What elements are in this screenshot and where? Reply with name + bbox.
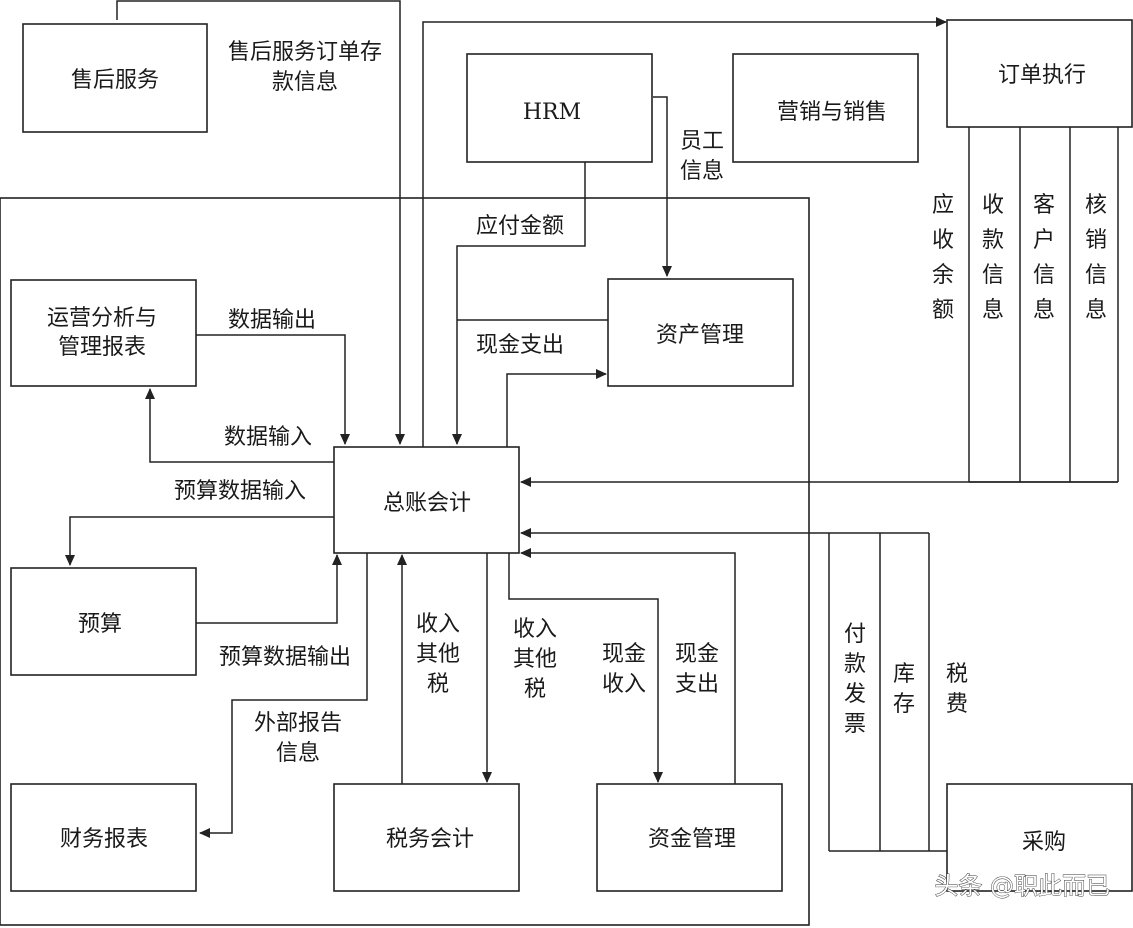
invoice-4: 票 [844, 712, 866, 737]
fund-mgmt-box [596, 783, 783, 892]
income-tax-down-2: 其他 [513, 647, 557, 672]
order-strips [520, 127, 1119, 487]
collection-1: 收 [982, 193, 1004, 218]
income-tax-up-2: 其他 [416, 642, 460, 667]
external-report-label-2: 信息 [276, 741, 320, 766]
employee-info-label-1: 员工 [680, 129, 724, 154]
receivable-1: 应 [932, 193, 954, 218]
watermark: 头条 @职此而已 [934, 872, 1110, 900]
cash-out-fund-label-2: 支出 [675, 672, 719, 697]
tax-accounting-box [333, 783, 520, 892]
general-ledger-box [333, 446, 520, 554]
external-report-label-1: 外部报告 [254, 711, 342, 736]
hrm-box [466, 53, 653, 163]
general-ledger-label: 总账会计 [383, 491, 471, 516]
taxes-2: 费 [946, 692, 968, 717]
collection-2: 款 [982, 228, 1004, 253]
collection-3: 信 [982, 263, 1004, 288]
budget-box [10, 567, 197, 676]
cash-in-label-1: 现金 [602, 642, 646, 667]
inventory-1: 库 [893, 662, 915, 687]
operations-box [10, 279, 197, 387]
income-tax-up-1: 收入 [416, 612, 460, 637]
data-output-label: 数据输出 [228, 308, 316, 333]
receivable-2: 收 [932, 228, 954, 253]
writeoff-1: 核 [1085, 193, 1107, 218]
inventory-2: 存 [893, 692, 915, 717]
budget-label: 预算 [78, 612, 122, 637]
budget-input-label: 预算数据输入 [174, 479, 306, 504]
payable-label: 应付金额 [476, 214, 564, 239]
procurement-label: 采购 [1022, 830, 1066, 855]
asset-mgmt-box [607, 278, 794, 387]
marketing-box [732, 53, 919, 163]
after-sales-order-label-1: 售后服务订单存 [228, 40, 382, 65]
customer-3: 信 [1033, 263, 1055, 288]
data-input-label: 数据输入 [224, 425, 312, 450]
customer-2: 户 [1033, 228, 1055, 253]
writeoff-2: 销 [1085, 228, 1107, 253]
after-sales-box [22, 23, 208, 133]
procurement-box [946, 783, 1133, 892]
taxes-1: 税 [946, 662, 968, 687]
cash-in-label-2: 收入 [602, 672, 646, 697]
connectors [65, 0, 947, 838]
employee-info-label-2: 信息 [680, 159, 724, 184]
income-tax-down-3: 税 [524, 677, 546, 702]
budget-output-label: 预算数据输出 [219, 645, 351, 670]
tax-accounting-label: 税务会计 [386, 827, 474, 852]
finance-module-frame [0, 197, 810, 926]
income-tax-down-1: 收入 [513, 617, 557, 642]
order-execution-box [946, 19, 1133, 128]
writeoff-4: 息 [1085, 298, 1107, 323]
customer-4: 息 [1033, 298, 1055, 323]
operations-label-2: 管理报表 [58, 335, 146, 360]
after-sales-order-label-2: 款信息 [272, 70, 338, 95]
collection-4: 息 [982, 298, 1004, 323]
operations-label-1: 运营分析与 [47, 306, 157, 331]
hrm-label: HRM [523, 100, 581, 125]
financial-statements-box [10, 783, 197, 892]
cash-out-asset-label: 现金支出 [476, 333, 564, 358]
financial-statements-label: 财务报表 [60, 827, 148, 852]
fund-mgmt-label: 资金管理 [648, 827, 736, 852]
marketing-label: 营销与销售 [777, 100, 887, 125]
invoice-1: 付 [844, 622, 866, 647]
receivable-3: 余 [932, 263, 954, 288]
invoice-2: 款 [844, 652, 866, 677]
procurement-strips [520, 528, 947, 852]
writeoff-3: 信 [1085, 263, 1107, 288]
customer-1: 客 [1033, 193, 1055, 218]
cash-out-fund-label-1: 现金 [675, 642, 719, 667]
asset-mgmt-label: 资产管理 [656, 323, 744, 348]
income-tax-up-3: 税 [427, 672, 449, 697]
order-execution-label: 订单执行 [998, 63, 1086, 88]
after-sales-label: 售后服务 [71, 68, 159, 93]
invoice-3: 发 [844, 682, 866, 707]
receivable-4: 额 [932, 298, 954, 323]
